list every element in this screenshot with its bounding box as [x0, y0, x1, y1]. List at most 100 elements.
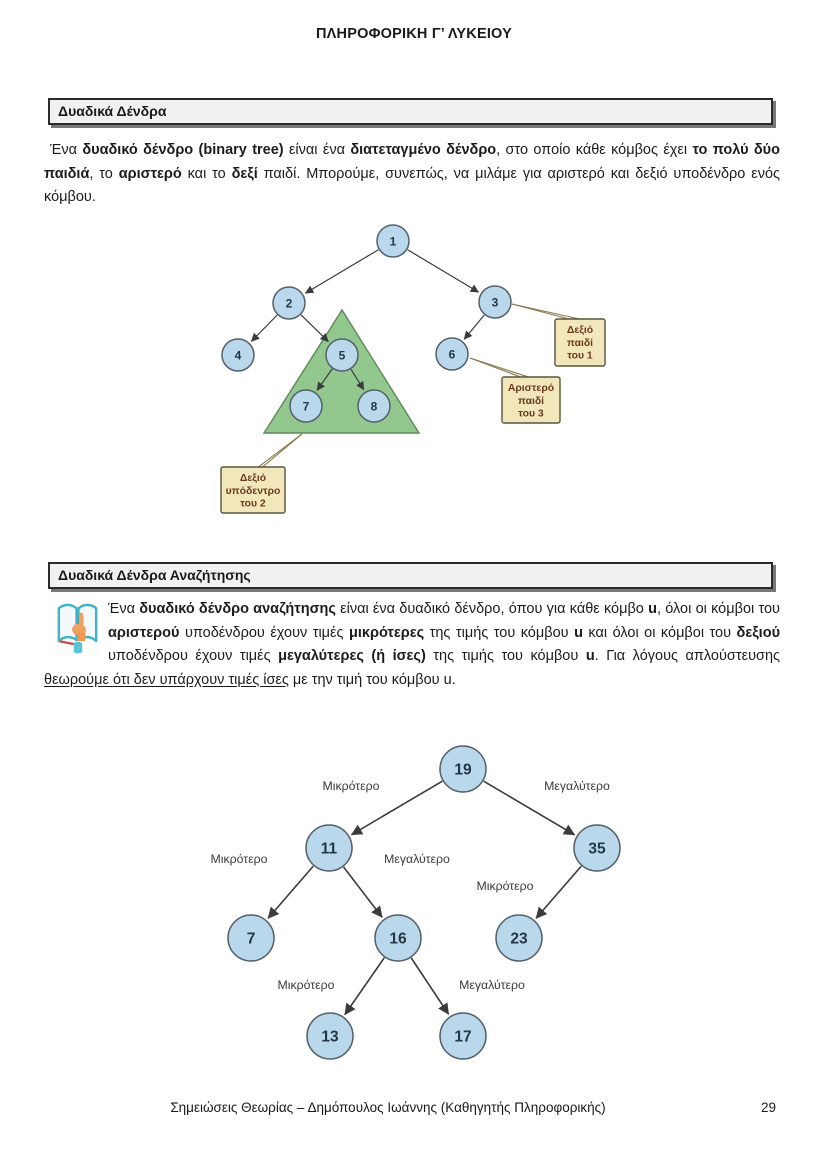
text-run: δυαδικό δένδρο (binary tree)	[82, 142, 284, 158]
text-run: δεξί	[231, 165, 258, 182]
tree-edge-11-7	[267, 865, 314, 919]
tree-node-16	[374, 914, 422, 962]
tree-node-value: 3	[492, 295, 499, 309]
tree-node-value: 8	[371, 399, 378, 413]
footer-text: Σημειώσεις Θεωρίας – Δημόπουλος Ιωάννης …	[170, 1100, 606, 1115]
text-run: u	[648, 601, 657, 617]
section-heading-binary-search-trees: Δυαδικά Δένδρα Αναζήτησης	[48, 562, 773, 589]
callout-leader	[469, 357, 531, 379]
tree-node-7	[227, 914, 275, 962]
tree-edge-2-4	[250, 314, 278, 342]
text-run: θεωρούμε ότι δεν υπάρχουν τιμές ίσες	[44, 671, 289, 688]
tree-node-3	[478, 285, 512, 319]
text-run: αριστερού	[108, 624, 180, 641]
section-heading-binary-trees: Δυαδικά Δένδρα	[48, 98, 773, 125]
callout-box	[220, 466, 286, 514]
tree-node-value: 4	[235, 348, 242, 362]
text-run: διατεταγμένο δένδρο	[350, 142, 497, 158]
text-run: με την τιμή του κόμβου u.	[288, 671, 456, 688]
tree-edge-16-13	[344, 957, 385, 1016]
paragraph-binary-tree-definition: Ένα δυαδικό δένδρο (binary tree) είναι έ…	[44, 139, 780, 210]
tree-node-value: 13	[321, 1029, 339, 1046]
tree-edge-1-3	[407, 249, 480, 293]
text-run: . Για λόγους απλούστευσης	[594, 648, 781, 664]
tree-node-23	[495, 914, 543, 962]
text-run: αριστερό	[118, 165, 182, 182]
tree-node-value: 1	[390, 234, 397, 248]
edge-label: Μεγαλύτερο	[544, 779, 610, 793]
text-run: το πολύ δύο παιδιά	[44, 142, 780, 182]
tree-node-value: 7	[303, 399, 310, 413]
text-run: είναι ένα δυαδικό δένδρο, όπου για κάθε …	[335, 601, 649, 617]
tree-node-value: 11	[321, 841, 338, 858]
callout-box	[554, 318, 606, 367]
tree-node-value: 17	[454, 1029, 471, 1046]
text-run: , όλοι οι κόμβοι του	[656, 601, 780, 617]
tree-edge-19-11	[350, 780, 443, 836]
paragraph-bst-text: Ένα δυαδικό δένδρο αναζήτησης είναι ένα …	[44, 601, 780, 688]
tree-edge-11-16	[342, 866, 383, 918]
tree-node-6	[435, 337, 469, 371]
tree-edge-2-5	[300, 314, 329, 343]
section-heading-label: Δυαδικά Δένδρα	[58, 103, 167, 119]
edge-label: Μεγαλύτερο	[459, 978, 525, 992]
text-run: είναι ένα	[283, 142, 351, 158]
text-run: παιδί. Μπορούμε, συνεπώς, να μιλάμε για …	[44, 165, 780, 206]
text-run: u	[585, 648, 595, 664]
text-run: u	[574, 624, 583, 641]
text-run: δεξιού	[736, 624, 781, 641]
tree-node-7	[289, 389, 323, 423]
text-run: , το	[89, 165, 119, 182]
tree-edge-19-35	[483, 780, 576, 836]
tree-edge-5-8	[350, 369, 365, 391]
tree-node-value: 19	[454, 762, 472, 779]
pointing-hand-icon	[72, 613, 87, 642]
tree-node-value: 35	[588, 841, 606, 858]
tree-node-5	[325, 338, 359, 372]
tree-edge-1-2	[304, 249, 379, 294]
page-header: ΠΛΗΡΟΦΟΡΙΚΗ Γ’ ΛΥΚΕΙΟΥ	[316, 26, 512, 42]
tree-node-value: 16	[389, 931, 407, 948]
text-run: μικρότερες	[348, 624, 425, 641]
tree-node-17	[439, 1012, 487, 1060]
tree-node-value: 5	[339, 348, 346, 362]
tree-edge-5-7	[316, 368, 333, 391]
edge-label: Μικρότερο	[211, 852, 268, 866]
text-run: Ένα	[50, 142, 83, 158]
edge-label: Μικρότερο	[278, 978, 335, 992]
tree-node-13	[306, 1012, 354, 1060]
text-run: της τιμής του κόμβου	[425, 648, 586, 664]
text-run: και το	[181, 165, 232, 182]
text-run: Ένα	[108, 601, 140, 617]
edge-label: Μεγαλύτερο	[384, 852, 450, 866]
tree-edge-16-17	[410, 957, 450, 1015]
tree-node-value: 23	[510, 931, 528, 948]
tree-node-35	[573, 824, 621, 872]
book-icon-wrap	[44, 598, 108, 664]
edge-label: Μικρότερο	[477, 879, 534, 893]
tree-node-value: 7	[247, 931, 256, 948]
tree-node-value: 2	[286, 296, 293, 310]
tree-node-2	[272, 286, 306, 320]
tree-node-value: 6	[449, 347, 456, 361]
tree-node-19	[439, 745, 487, 793]
text-run: , στο οποίο κάθε κόμβος έχει	[496, 142, 693, 158]
tree-edge-3-6	[463, 314, 485, 340]
text-run: υποδένδρου έχουν τιμές	[108, 648, 279, 664]
callout-box	[501, 376, 561, 424]
callout-leader	[258, 433, 303, 471]
open-book-icon	[57, 603, 98, 654]
callout-leader	[511, 303, 583, 321]
text-run: και όλοι οι κόμβοι του	[582, 624, 737, 641]
tree-node-1	[376, 224, 410, 258]
edge-label: Μικρότερο	[323, 779, 380, 793]
tree-node-11	[305, 824, 353, 872]
paragraph-bst-definition: Ένα δυαδικό δένδρο αναζήτησης είναι ένα …	[44, 598, 780, 692]
text-run: υποδένδρου έχουν τιμές	[179, 624, 349, 641]
text-run: μεγαλύτερες (ή ίσες)	[278, 648, 426, 664]
tree-node-8	[357, 389, 391, 423]
